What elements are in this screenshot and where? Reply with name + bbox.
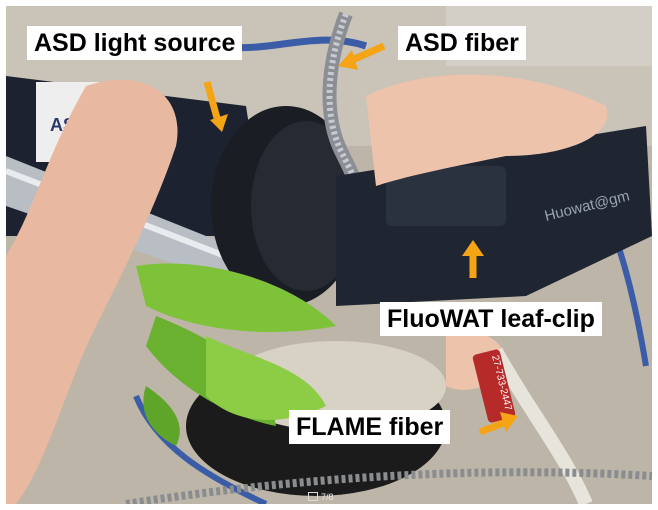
arrow-icon [203, 81, 228, 132]
arrow-icon [462, 240, 484, 278]
label-asd-light-source: ASD light source [27, 26, 243, 60]
fiber-tag [472, 349, 516, 423]
arrow-icon [478, 412, 518, 436]
arrow-icon [338, 42, 386, 70]
photo-scene: ASD Huowat@gm [6, 6, 652, 504]
photo: ASD Huowat@gm [6, 6, 652, 504]
gallery-icon[interactable] [308, 492, 318, 501]
viewer-counter: 7/8 [304, 490, 338, 504]
label-fluowat-leaf-clip: FluoWAT leaf-clip [380, 302, 602, 336]
viewer-counter-text: 7/8 [321, 492, 334, 502]
label-asd-fiber: ASD fiber [398, 26, 526, 60]
label-flame-fiber: FLAME fiber [289, 410, 451, 444]
